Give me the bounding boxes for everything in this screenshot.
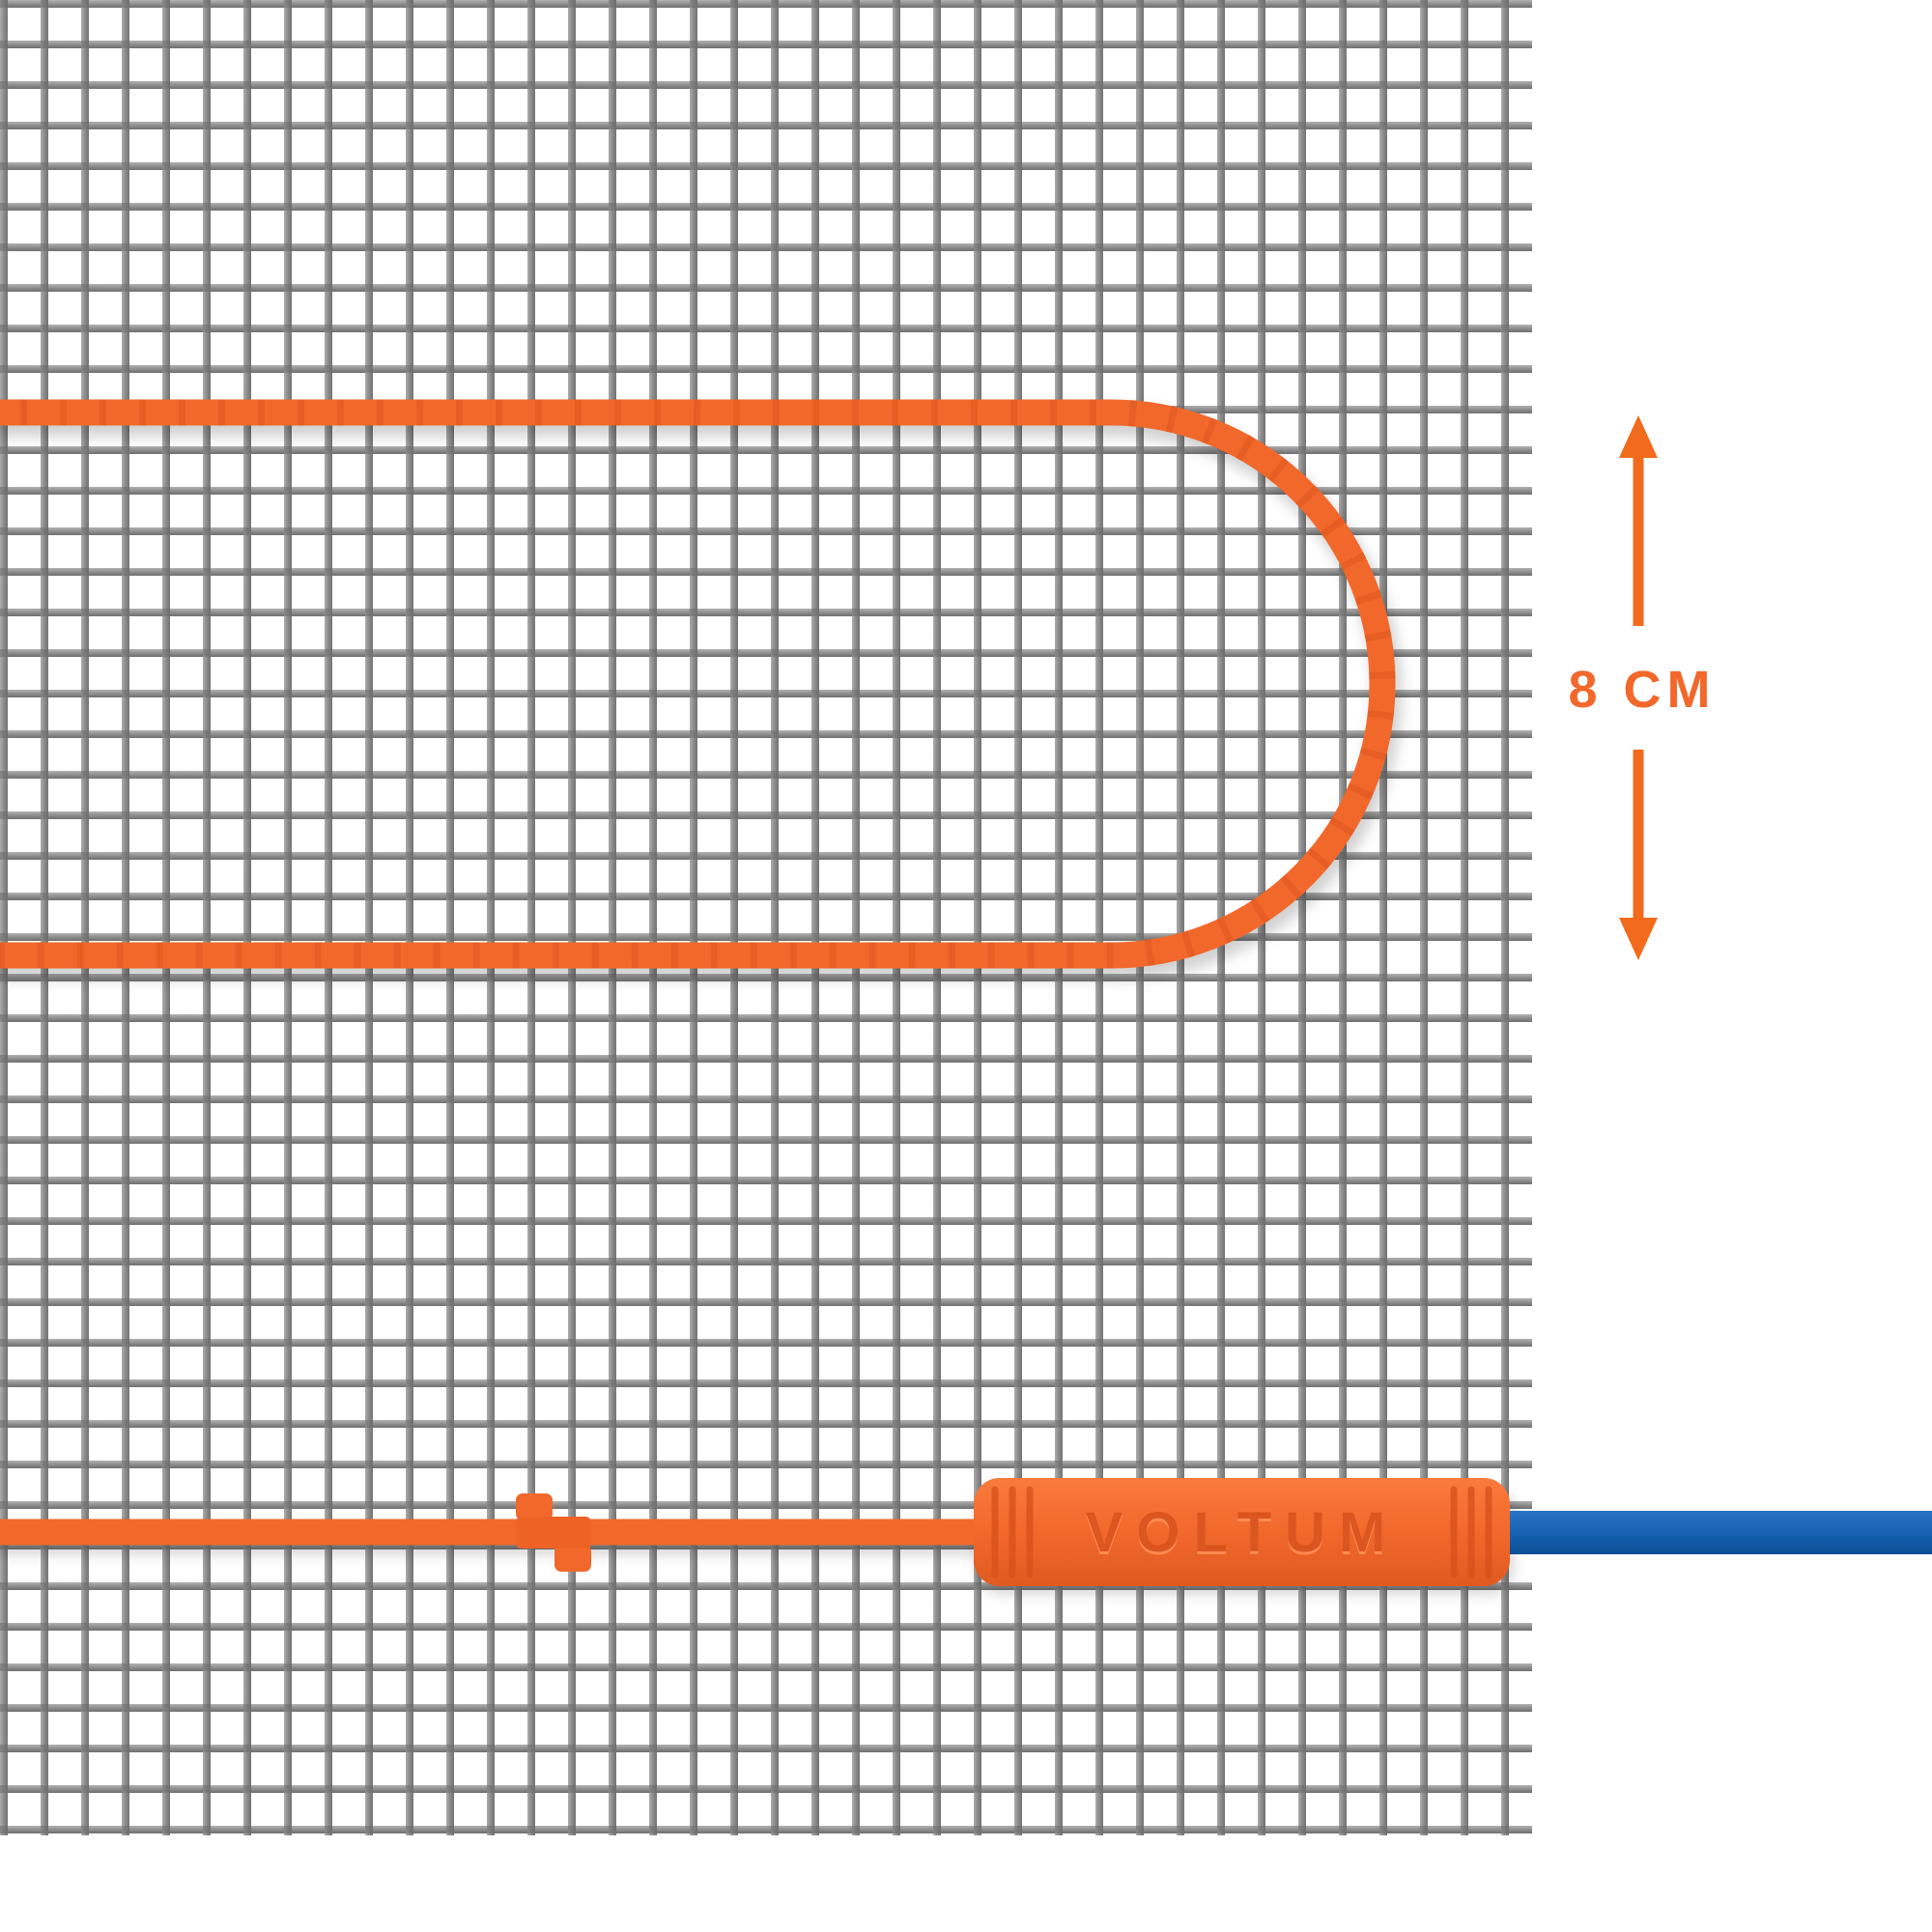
cable-splice-clip: [516, 1493, 591, 1572]
connector-ribs-left: [991, 1486, 1034, 1578]
brand-label-emboss-highlight: VOLTUM: [1086, 1504, 1400, 1567]
connector-ribs-right: [1450, 1486, 1492, 1578]
connector-sleeve: VOLTUM VOLTUM: [974, 1478, 1510, 1586]
brand-label: VOLTUM: [1086, 1501, 1400, 1564]
splice-clip-top: [516, 1493, 553, 1520]
arrow-head-up-icon: [1619, 415, 1658, 458]
heating-cable-loop: [0, 399, 1396, 969]
arrow-head-down-icon: [1619, 918, 1658, 960]
cold-lead-cable: [1492, 1511, 1932, 1554]
connector-body: [974, 1478, 1510, 1586]
splice-band: [516, 1517, 591, 1548]
spacing-arrow: [1619, 415, 1658, 960]
spacing-label: 8 CM: [1568, 661, 1716, 719]
splice-clip-bottom: [554, 1545, 591, 1572]
heating-cable-core: [0, 399, 1396, 969]
